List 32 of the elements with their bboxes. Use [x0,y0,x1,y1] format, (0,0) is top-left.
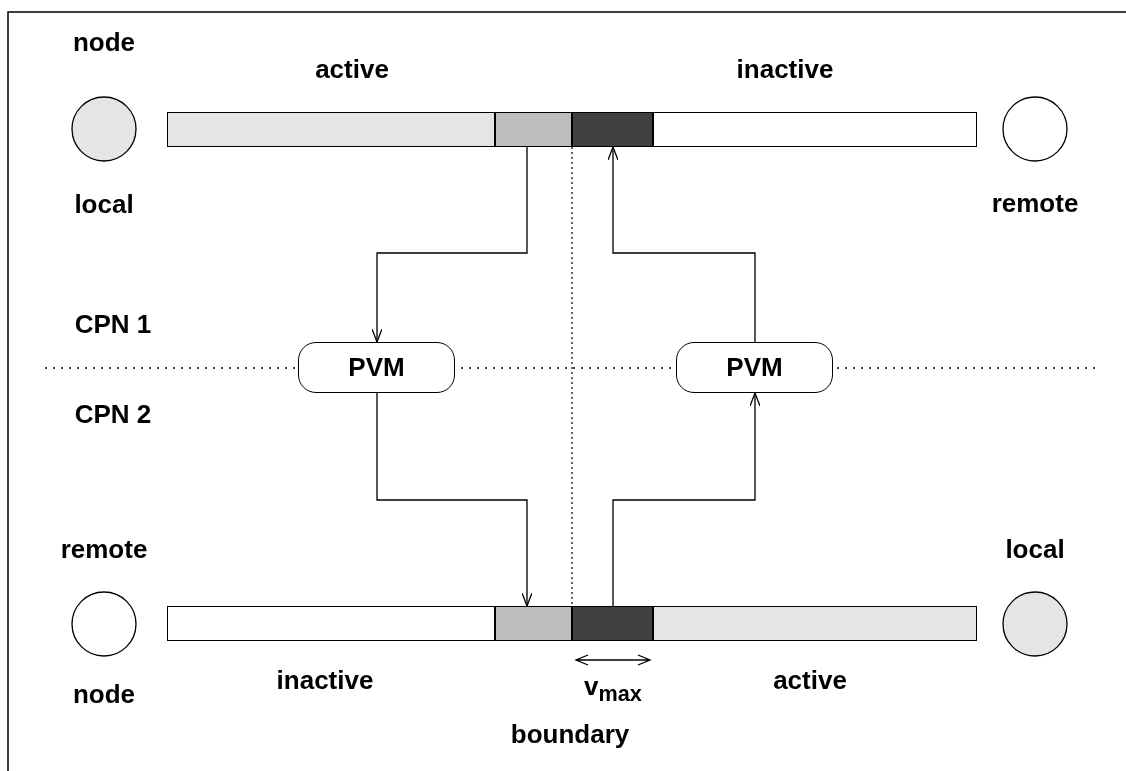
text-label: inactive [736,55,834,84]
node-caption: remote [991,189,1079,218]
node-caption: local [74,190,134,219]
text-label: CPN 1 [74,310,152,339]
arrow [612,392,761,607]
node-circle [1002,96,1068,162]
bar-segment [495,112,572,147]
node-caption: local [1005,535,1065,564]
text-label: v$_{max}$ [584,672,642,706]
bar-segment [653,112,977,147]
text-label: active [315,55,389,84]
arrow [376,392,533,607]
process-box: PVM [676,342,833,393]
node-circle [1002,591,1068,657]
arrow [607,146,756,343]
arrow [371,146,528,343]
text-label: CPN 2 [74,400,152,429]
bar-segment [495,606,572,641]
node-circle [71,591,137,657]
bar-segment [572,112,653,147]
bar-segment [653,606,977,641]
node-circle [71,96,137,162]
node-caption: node [72,28,136,57]
text-label: active [773,666,847,695]
node-caption: node [72,680,136,709]
text-label: inactive [276,666,374,695]
text-label: boundary [510,720,630,749]
process-box: PVM [298,342,455,393]
bar-segment [167,606,495,641]
bar-segment [167,112,495,147]
node-caption: remote [60,535,148,564]
bar-segment [572,606,653,641]
